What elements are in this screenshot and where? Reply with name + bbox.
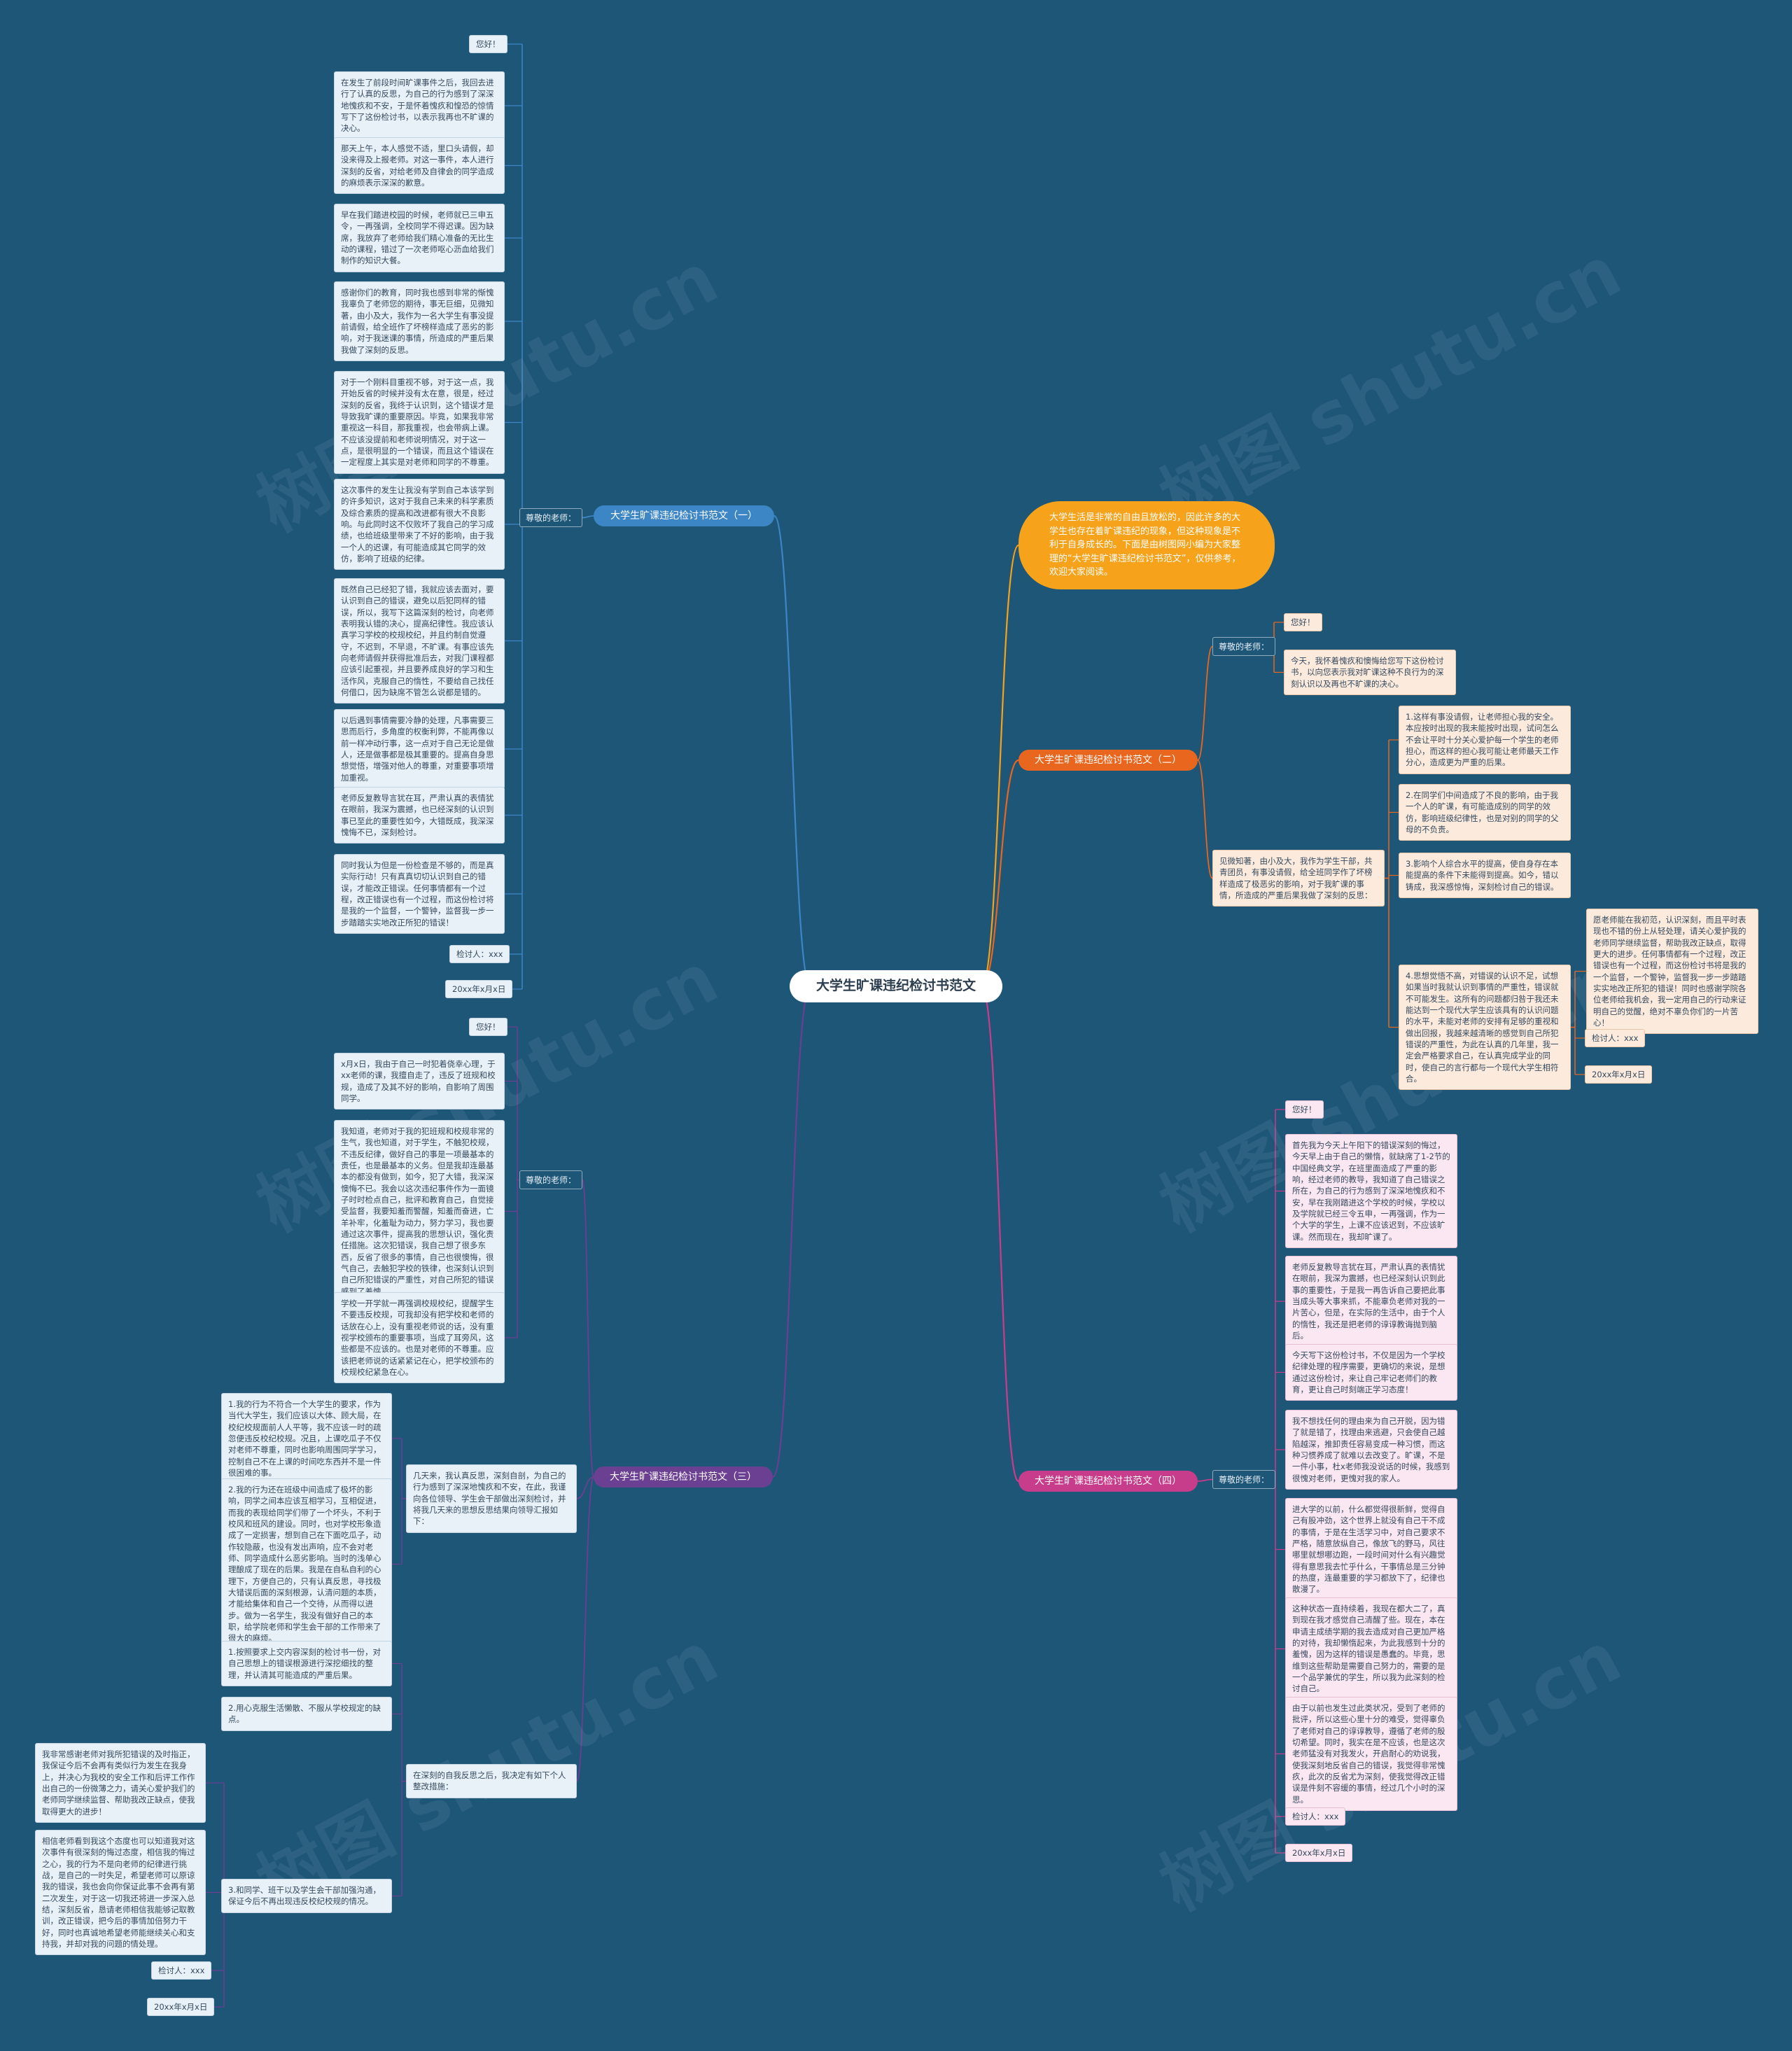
branch-2-summary[interactable]: 见微知著，由小及大，我作为学生干部，共青团员，有事没请假，给全班同学作了坏榜样造… bbox=[1212, 850, 1385, 907]
branch-4-paragraph[interactable]: 老师反复教导言犹在耳，严肃认真的表情犹在眼前，我深为震撼，也已经深刻认识到此事的… bbox=[1285, 1256, 1457, 1348]
branch-1-paragraph[interactable]: 老师反复教导言犹在耳，严肃认真的表情犹在眼前，我深为震撼，也已经深刻的认识到事已… bbox=[334, 787, 505, 844]
branch-3-paragraph[interactable]: 我知道，老师对于我的犯班规和校规非常的生气，我也知道，对于学生，不触犯校规，不违… bbox=[334, 1120, 505, 1303]
root-title: 大学生旷课违纪检讨书范文 bbox=[816, 978, 976, 993]
branch-3-reflection[interactable]: 几天来，我认真反思，深刻自剖，为自己的行为感到了深深地愧疚和不安，在此，我谨向各… bbox=[406, 1464, 577, 1533]
branch-1-paragraph[interactable]: 那天上午，本人感觉不适，里口头请假，却没来得及上报老师。对这一事件，本人进行深刻… bbox=[334, 137, 505, 195]
root-connector bbox=[771, 985, 812, 1478]
branch-1-date[interactable]: 20xx年x月x日 bbox=[445, 980, 513, 998]
branch-3-decision-item[interactable]: 2.用心克服生活懒散、不服从学校规定的缺点。 bbox=[221, 1697, 392, 1731]
branch-1-paragraph[interactable]: 早在我们踏进校园的时候，老师就已三申五令，一再强调，全校同学不得迟课。因为缺席，… bbox=[334, 204, 505, 272]
branch-connector bbox=[582, 515, 594, 519]
branch-1[interactable]: 大学生旷课违纪检讨书范文（一） bbox=[594, 505, 774, 526]
branch-3-reflection-item[interactable]: 2.我的行为还在班级中间造成了极坏的影响，同学之间本应该互相学习，互相促进，而我… bbox=[221, 1478, 392, 1650]
branch-3-reflection-item[interactable]: 1.我的行为不符合一个大学生的要求，作为当代大学生，我们应该以大体、顾大局，在校… bbox=[221, 1393, 392, 1485]
root-connector bbox=[980, 985, 1020, 1483]
branch-2-point[interactable]: 2.在同学们中间造成了不良的影响，由于我一个人的旷课，有可能造成别的同学的效仿，… bbox=[1399, 784, 1571, 841]
branch-connector bbox=[576, 1476, 594, 1782]
branch-4-paragraph[interactable]: 这种状态一直持续着，我现在都大二了，真到现在我才感觉自己清醒了些。现在，本在申请… bbox=[1285, 1597, 1457, 1700]
branch-4-paragraph[interactable]: 由于以前也发生过此类状况，受到了老师的批评，所以这些心里十分的难受，觉得辜负了老… bbox=[1285, 1697, 1457, 1811]
branch-1-salutation[interactable]: 尊敬的老师： bbox=[519, 508, 583, 527]
branch-3-paragraph[interactable]: 学校一开学就一再强调校规校纪，提醒学生不要违反校规，可我却没有把学校和老师的话放… bbox=[334, 1292, 505, 1384]
branch-1-paragraph[interactable]: 同时我认为但是一份检查是不够的，而是真实际行动！只有真真切切认识到自己的错误，才… bbox=[334, 854, 505, 934]
branch-2-salutation[interactable]: 尊敬的老师： bbox=[1212, 637, 1276, 656]
branch-4-paragraph[interactable]: 进大学的以前，什么都觉得很新鲜，觉得自己有股冲劲，这个世界上就没有自己干不成的事… bbox=[1285, 1498, 1457, 1601]
branch-2[interactable]: 大学生旷课违纪检讨书范文（二） bbox=[1018, 750, 1198, 771]
root-topic[interactable]: 大学生旷课违纪检讨书范文 bbox=[790, 970, 1002, 1002]
branch-3-trailing[interactable]: 相信老师看到我这个态度也可以知道我对这次事件有很深刻的悔过态度，相信我的悔过之心… bbox=[35, 1830, 206, 1956]
branch-2-date[interactable]: 20xx年x月x日 bbox=[1585, 1065, 1653, 1084]
branch-1-greeting[interactable]: 您好！ bbox=[469, 35, 507, 53]
branch-connector bbox=[1197, 1478, 1213, 1482]
branch-2-point[interactable]: 4.思想觉悟不高，对错误的认识不足，试想如果当时我就认识到事情的严重性，错误就不… bbox=[1399, 965, 1571, 1091]
root-connector bbox=[981, 759, 1019, 988]
branch-4[interactable]: 大学生旷课违纪检讨书范文（四） bbox=[1018, 1471, 1198, 1492]
branch-1-paragraph[interactable]: 这次事件的发生让我没有学到自己本该学到的许多知识，这对于我自己未来的科学素质及综… bbox=[334, 479, 505, 570]
branch-1-paragraph[interactable]: 既然自己已经犯了错，我就应该去面对，要认识到自己的错误，避免以后犯同样的错误，所… bbox=[334, 578, 505, 704]
branch-3-decision[interactable]: 在深刻的自我反思之后，我决定有如下个人整改措施： bbox=[406, 1764, 577, 1798]
branch-3-greeting[interactable]: 您好！ bbox=[469, 1018, 507, 1036]
branch-3-signer[interactable]: 检讨人：xxx bbox=[151, 1961, 212, 1980]
branch-3-trailing[interactable]: 我非常感谢老师对我所犯错误的及时指正，我保证今后不会再有类似行为发生在我身上，并… bbox=[35, 1743, 206, 1823]
branch-4-paragraph[interactable]: 我不想找任何的理由来为自己开脱，因为错了就是错了，找理由来逃避，只会使自己越陷越… bbox=[1285, 1410, 1457, 1490]
branch-2-opening[interactable]: 今天，我怀着愧疚和懊悔给您写下这份检讨书，以向您表示我对旷课这种不良行为的深刻认… bbox=[1284, 650, 1456, 695]
branch-4-signer[interactable]: 检讨人：xxx bbox=[1285, 1807, 1346, 1826]
branch-4-date[interactable]: 20xx年x月x日 bbox=[1285, 1844, 1353, 1862]
branch-1-paragraph[interactable]: 感谢你们的教育，同时我也感到非常的惭愧我辜负了老师您的期待，事无巨细，见微知著，… bbox=[334, 281, 505, 361]
branch-3-decision-item[interactable]: 3.和同学、班干以及学生会干部加强沟通，保证今后不再出现违反校纪校规的情况。 bbox=[221, 1879, 392, 1913]
branch-2-point[interactable]: 1.这样有事没请假，让老师担心我的安全。本应按时出现的我未能按时出现，试问怎么不… bbox=[1399, 706, 1571, 774]
intro-summary[interactable]: 大学生活是非常的自由且放松的，因此许多的大学生也存在着旷课违纪的现象，但这种现象… bbox=[1018, 501, 1275, 589]
branch-4-greeting[interactable]: 您好！ bbox=[1285, 1100, 1324, 1119]
root-connector bbox=[773, 514, 812, 988]
branch-1-signer[interactable]: 检讨人：xxx bbox=[449, 945, 510, 963]
root-connector bbox=[980, 544, 1020, 988]
branch-3-salutation[interactable]: 尊敬的老师： bbox=[519, 1170, 583, 1189]
branch-1-paragraph[interactable]: 在发生了前段时间旷课事件之后，我回去进行了认真的反思，为自己的行为感到了深深地愧… bbox=[334, 71, 505, 140]
branch-connector bbox=[582, 1179, 594, 1478]
branch-4-paragraph[interactable]: 今天写下这份检讨书，不仅是因为一个学校纪律处理的程序需要，更确切的来说，是想通过… bbox=[1285, 1344, 1457, 1401]
branch-4-salutation[interactable]: 尊敬的老师： bbox=[1212, 1470, 1276, 1489]
branch-4-paragraph[interactable]: 首先我为今天上午阳下的错误深刻的悔过，今天早上由于自己的懒惰，就缺席了1-2节的… bbox=[1285, 1134, 1457, 1248]
branch-2-point[interactable]: 3.影响个人综合水平的提高，使自身存在本能提高的条件下未能得到提高。如今，错以铸… bbox=[1399, 853, 1571, 898]
branch-2-greeting[interactable]: 您好！ bbox=[1284, 613, 1322, 631]
branch-3[interactable]: 大学生旷课违纪检讨书范文（三） bbox=[594, 1466, 773, 1488]
intro-text: 大学生活是非常的自由且放松的，因此许多的大学生也存在着旷课违纪的现象，但这种现象… bbox=[1049, 512, 1241, 578]
branch-3-decision-item[interactable]: 1.按照要求上交内容深刻的检讨书一份，对自己思想上的错误根源进行深挖细找的整理，… bbox=[221, 1641, 392, 1686]
branch-connector bbox=[1197, 645, 1213, 761]
branch-2-closing[interactable]: 愿老师能在我初范，认识深刻，而且平时表现也不错的份上从轻处理，请关心爱护我的老师… bbox=[1586, 909, 1758, 1035]
branch-1-paragraph[interactable]: 以后遇到事情需要冷静的处理，凡事需要三思而后行，多角度的权衡利弊，不能再像以前一… bbox=[334, 709, 505, 789]
branch-connector bbox=[1197, 760, 1213, 879]
branch-2-signer[interactable]: 检讨人：xxx bbox=[1585, 1029, 1646, 1047]
branch-3-date[interactable]: 20xx年x月x日 bbox=[147, 1998, 215, 2016]
branch-1-paragraph[interactable]: 对于一个刚料目重视不够，对于这一点，我开始反省的时候并没有太在意，很是，经过深刻… bbox=[334, 371, 505, 474]
branch-3-paragraph[interactable]: x月x日，我由于自己一时犯着侥幸心理，于xx老师的课，我擅自走了，违反了班规和校… bbox=[334, 1053, 505, 1110]
branch-connector bbox=[576, 1476, 594, 1499]
